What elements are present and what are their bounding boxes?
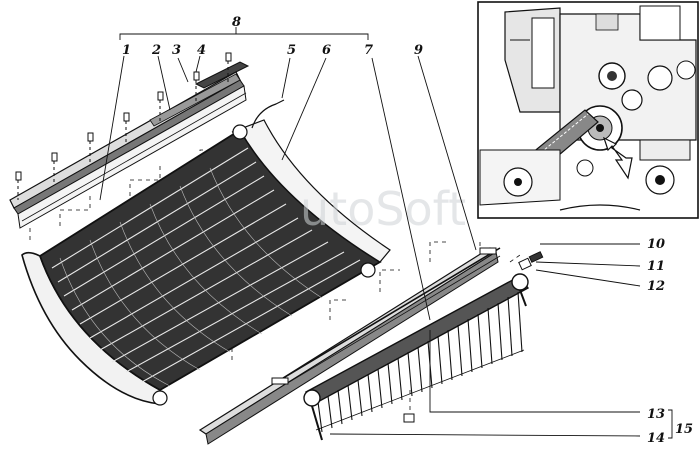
callout-labels: 1 2 3 4 5 6 7 8 9 10 11 12 13 14 15 — [122, 15, 693, 446]
callout-14: 14 — [647, 431, 665, 446]
finger-comb-assembly — [303, 251, 544, 441]
lower-rail-assembly — [198, 247, 501, 445]
concave-grate — [21, 99, 391, 406]
bolt-set — [15, 52, 232, 200]
callout-7: 7 — [364, 43, 373, 58]
callout-15: 15 — [675, 422, 693, 437]
callout-10: 10 — [647, 237, 665, 252]
bolt — [157, 91, 164, 124]
callout-5: 5 — [287, 43, 296, 58]
callout-6: 6 — [322, 43, 331, 58]
callout-8: 8 — [232, 15, 241, 30]
callout-3: 3 — [172, 43, 181, 58]
callout-2: 2 — [151, 43, 161, 58]
top-bar-assembly — [9, 61, 250, 229]
callout-12: 12 — [647, 279, 665, 294]
bolt — [193, 71, 200, 104]
inset-combine-view — [477, 1, 699, 219]
bolt — [123, 112, 130, 142]
callout-9: 9 — [414, 43, 423, 58]
bolt — [51, 152, 58, 182]
bolt — [87, 132, 94, 162]
callout-1: 1 — [122, 43, 131, 58]
bolt — [15, 171, 22, 200]
bolt — [225, 52, 232, 84]
callout-11: 11 — [647, 259, 665, 274]
callout-13: 13 — [647, 407, 665, 422]
watermark-text: utoSoft — [300, 182, 466, 236]
leader-lines — [99, 27, 673, 439]
callout-4: 4 — [197, 43, 206, 58]
